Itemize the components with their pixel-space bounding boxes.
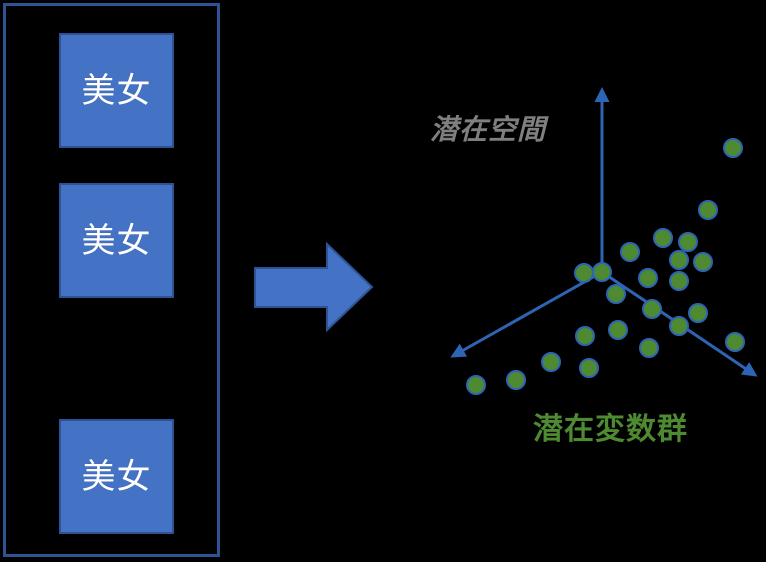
image-card[interactable]: 美女 [59, 183, 174, 298]
latent-point [579, 358, 599, 378]
input-image-group-frame: 美女 美女 美女 [3, 3, 220, 557]
latent-point [638, 268, 658, 288]
latent-point [669, 316, 689, 336]
latent-variables-label: 潜在変数群 [533, 412, 688, 447]
latent-point [541, 352, 561, 372]
latent-point [693, 252, 713, 272]
latent-point [723, 138, 743, 158]
latent-point [608, 320, 628, 340]
flow-arrow [253, 241, 375, 333]
latent-point [574, 263, 594, 283]
latent-point [698, 200, 718, 220]
latent-point [642, 299, 662, 319]
latent-point [653, 228, 673, 248]
latent-axes-and-points [450, 87, 758, 395]
right-arrow-icon [254, 241, 374, 333]
latent-space-label: 潜在空間 [430, 113, 547, 146]
left-axis [450, 270, 603, 358]
image-card[interactable]: 美女 [59, 419, 174, 534]
image-card-label: 美女 [81, 456, 152, 497]
image-card[interactable]: 美女 [59, 33, 174, 148]
image-card-label: 美女 [81, 70, 152, 111]
latent-point [669, 250, 689, 270]
latent-point [606, 284, 626, 304]
latent-point [688, 303, 708, 323]
latent-point [575, 326, 595, 346]
latent-point [678, 232, 698, 252]
latent-point [725, 332, 745, 352]
latent-point [620, 242, 640, 262]
latent-point [466, 375, 486, 395]
latent-point [669, 271, 689, 291]
latent-space-diagram [420, 70, 766, 470]
latent-point [639, 338, 659, 358]
image-card-label: 美女 [81, 220, 152, 261]
latent-point [592, 262, 612, 282]
latent-point [506, 370, 526, 390]
